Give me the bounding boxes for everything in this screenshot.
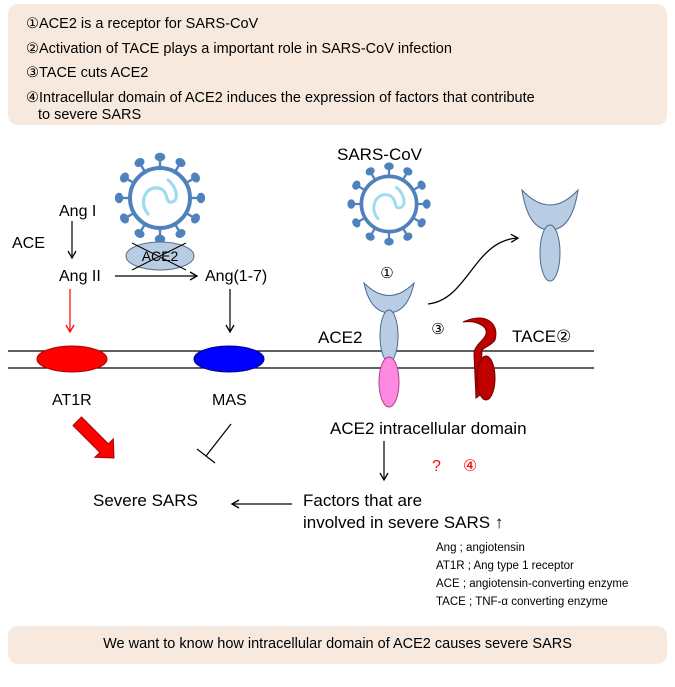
- point-1: ①ACE2 is a receptor for SARS-CoV: [26, 16, 259, 32]
- red-promote-arrow: [72, 416, 115, 459]
- point-3: ③TACE cuts ACE2: [26, 65, 149, 81]
- ang17-label: Ang(1-7): [205, 268, 267, 285]
- legend-ace: ACE ; angiotensin-converting enzyme: [436, 578, 629, 590]
- virus-icon: [114, 152, 206, 244]
- legend-tace: TACE ; TNF-α converting enzyme: [436, 596, 608, 608]
- unknown-mechanism-marker: ?: [432, 458, 441, 475]
- tace-enzyme: [462, 317, 497, 399]
- question-box: We want to know how intracellular domain…: [8, 626, 667, 664]
- mas-inhibit-bar: [196, 448, 216, 464]
- cross-line-2: [131, 242, 187, 271]
- at1r-receptor: [36, 345, 108, 373]
- research-question: We want to know how intracellular domain…: [103, 636, 572, 652]
- step-4-marker: ④: [463, 458, 477, 475]
- factors-label-line-2: involved in severe SARS ↑: [303, 513, 503, 532]
- step-1-marker: ①: [380, 265, 393, 282]
- severe-sars-label: Severe SARS: [93, 491, 198, 510]
- point-2: ②Activation of TACE plays a important ro…: [26, 41, 452, 57]
- point-4: ④Intracellular domain of ACE2 induces th…: [26, 90, 535, 106]
- factors-label-line-1: Factors that are: [303, 491, 422, 510]
- ace2-receptor-stem: [379, 309, 399, 363]
- ang1-label: Ang I: [59, 203, 96, 220]
- sars-cov-virus-icon: [346, 161, 432, 247]
- legend-ang: Ang ; angiotensin: [436, 542, 525, 554]
- intracellular-domain-label: ACE2 intracellular domain: [330, 419, 527, 438]
- shed-ace2-head: [521, 188, 579, 231]
- step-3-marker: ③: [431, 321, 444, 338]
- ace2-intracellular-domain: [378, 356, 400, 408]
- mas-label: MAS: [212, 392, 247, 409]
- tace-label: TACE②: [512, 327, 571, 346]
- ace2-label: ACE2: [318, 328, 362, 347]
- legend-at1r: AT1R ; Ang type 1 receptor: [436, 560, 574, 572]
- point-4-cont: to severe SARS: [38, 107, 142, 123]
- sars-cov-label: SARS-CoV: [337, 145, 423, 164]
- tace-stem: [476, 355, 496, 401]
- shed-ace2-stem: [539, 224, 561, 282]
- summary-box: ①ACE2 is a receptor for SARS-CoV ②Activa…: [8, 4, 667, 125]
- mas-inhibit-line: [205, 423, 232, 457]
- ace2-receptor-head: [363, 281, 415, 314]
- ang2-label: Ang II: [59, 268, 101, 285]
- shedding-arrow: [427, 233, 520, 305]
- mas-receptor: [193, 345, 265, 373]
- ace-label: ACE: [12, 235, 45, 252]
- at1r-label: AT1R: [52, 392, 92, 409]
